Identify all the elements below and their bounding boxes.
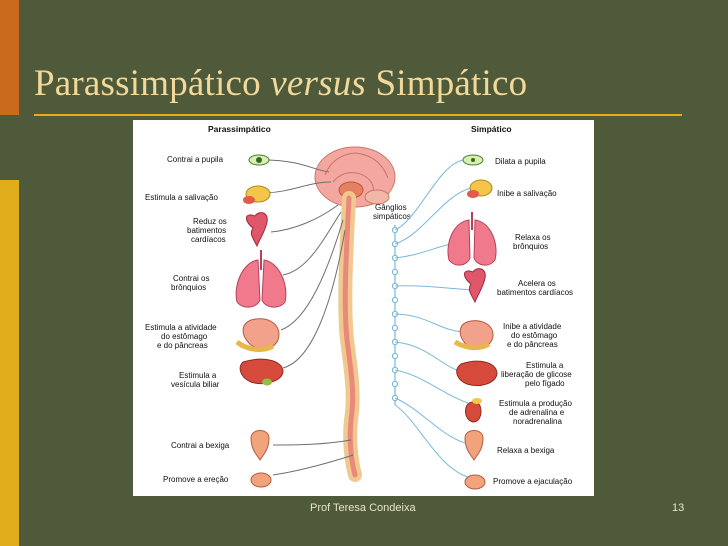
bladder-icon-right [465,431,483,461]
para-label-gallbladder-2: vesícula biliar [171,380,220,389]
slide-title: Parassimpático versus Simpático [34,62,527,105]
title-part-parasympathetic: Parassimpático [34,63,261,104]
diagram-canvas: Parassimpático Simpático [133,120,594,496]
parasympathetic-labels: Contrai a pupila Estimula a salivação Re… [145,155,230,484]
page-number: 13 [672,502,684,514]
symp-label-heart-1: Acelera os [518,279,556,288]
eye-icon-left [249,155,269,165]
footer-author: Prof Teresa Condeixa [310,502,416,514]
ganglia-label-line2: simpáticos [373,212,411,221]
symp-label-bladder: Relaxa a bexiga [497,446,555,455]
para-label-bladder: Contrai a bexiga [171,441,230,450]
sympathetic-labels: Dilata a pupila Inibe a salivação Relaxa… [493,157,573,486]
genital-icon-right [465,475,485,489]
para-label-stomach-2: do estômago [161,332,208,341]
stomach-pancreas-icon-left [237,319,279,350]
para-label-bronchi-1: Contrai os [173,274,209,283]
genital-icon-left [251,473,271,487]
nervous-system-diagram: Parassimpático Simpático [133,120,594,496]
symp-label-stomach-3: e do pâncreas [507,340,558,349]
accent-stripe-top [0,0,19,115]
symp-label-stomach-1: Inibe a atividade [503,322,562,331]
spinal-cord [345,198,355,475]
para-label-salivation: Estimula a salivação [145,193,218,202]
ganglia-label-line1: Gânglios [375,203,407,212]
symp-label-bronchi-1: Relaxa os [515,233,551,242]
sympathetic-nerves [395,160,473,478]
para-label-heart-1: Reduz os [193,217,227,226]
para-label-erection: Promove a ereção [163,475,229,484]
symp-label-ejaculation: Promove a ejaculação [493,477,573,486]
para-label-pupil: Contrai a pupila [167,155,224,164]
symp-label-liver-2: liberação de glicose [501,370,572,379]
symp-label-heart-2: batimentos cardíacos [497,288,573,297]
adrenal-kidney-icon-right [466,398,483,422]
heart-icon-left [246,213,267,246]
title-underline [34,114,682,116]
salivary-gland-icon-left [243,186,270,204]
lungs-icon-left [236,250,286,307]
accent-stripe-lower [0,180,19,546]
symp-label-liver-1: Estimula a [526,361,564,370]
symp-label-pupil: Dilata a pupila [495,157,546,166]
symp-label-bronchi-2: brônquios [513,242,548,251]
heart-icon-right [464,269,485,302]
symp-label-adrenal-2: de adrenalina e [509,408,565,417]
symp-label-adrenal-3: noradrenalina [513,417,562,426]
lungs-icon-right [448,212,496,265]
right-header: Simpático [471,124,512,134]
eye-icon-right [463,155,483,165]
bladder-icon-left [251,431,269,461]
symp-label-salivation: Inibe a salivação [497,189,557,198]
stomach-pancreas-icon-right [455,321,493,348]
left-header: Parassimpático [208,124,271,134]
para-label-heart-3: cardíacos [191,235,226,244]
gallbladder-icon-left [240,359,283,385]
para-label-stomach-3: e do pâncreas [157,341,208,350]
sympathetic-ganglia-chain [392,225,397,405]
symp-label-liver-3: pelo fígado [525,379,565,388]
para-label-bronchi-2: brônquios [171,283,206,292]
title-part-versus: versus [270,63,366,104]
symp-label-adrenal-1: Estimula a produção [499,399,572,408]
title-part-sympathetic: Simpático [375,63,527,104]
symp-label-stomach-2: do estômago [511,331,558,340]
liver-icon-right [457,361,497,385]
para-label-heart-2: batimentos [187,226,226,235]
salivary-gland-icon-right [467,180,492,198]
para-label-stomach-1: Estimula a atividade [145,323,217,332]
para-label-gallbladder-1: Estimula a [179,371,217,380]
